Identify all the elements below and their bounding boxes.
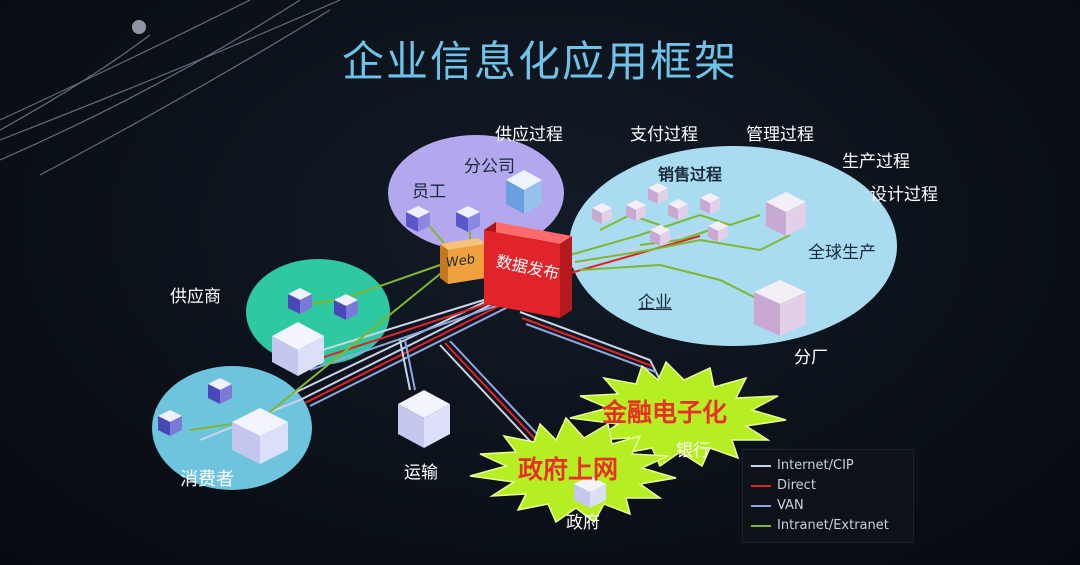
enterprise-cubes [592, 183, 806, 336]
legend-swatch [751, 504, 771, 507]
web-box [440, 238, 486, 284]
cube-branch-1 [406, 206, 430, 232]
legend-item-internet: Internet/CIP [751, 458, 854, 474]
legend-item-direct: Direct [751, 478, 816, 494]
cube-consumer-big [232, 408, 288, 464]
label-supply-process: 供应过程 [495, 125, 563, 145]
legend-swatch [751, 464, 771, 467]
legend-item-van: VAN [751, 498, 804, 514]
cube-government [574, 476, 606, 508]
legend-label: Internet/CIP [777, 458, 854, 473]
legend-swatch [751, 484, 771, 487]
cube-consumer-2 [208, 378, 232, 404]
label-production-process: 生产过程 [842, 152, 910, 172]
legend: Internet/CIP Direct VAN Intranet/Extrane… [742, 449, 914, 543]
decorative-swoosh [0, 0, 341, 176]
label-branch-company: 分公司 [464, 157, 515, 177]
label-branch-factory: 分厂 [794, 348, 828, 368]
label-sales-process: 销售过程 [658, 165, 723, 184]
legend-swatch [751, 524, 771, 527]
cube-branch-2 [456, 206, 480, 232]
decorative-dot [132, 20, 146, 34]
label-payment-process: 支付过程 [630, 125, 698, 145]
label-transport: 运输 [404, 463, 438, 483]
branch-company-ellipse [388, 135, 564, 251]
data-publish-box [484, 222, 572, 318]
cube-supplier-1 [288, 288, 312, 314]
label-finance-electronic: 金融电子化 [602, 398, 728, 427]
label-employee: 员工 [412, 182, 446, 202]
cube-branch-big [506, 170, 542, 214]
label-management-process: 管理过程 [746, 125, 814, 145]
cube-transport [398, 390, 450, 448]
label-supplier: 供应商 [170, 287, 221, 307]
label-consumer: 消费者 [180, 469, 234, 490]
label-enterprise: 企业 [638, 293, 672, 313]
finance-starburst [569, 360, 787, 468]
cube-consumer-1 [158, 410, 182, 436]
gov-starburst [469, 416, 677, 524]
cube-supplier-2 [334, 294, 358, 320]
label-gov-online: 政府上网 [518, 455, 619, 484]
legend-label: Direct [777, 478, 816, 493]
cube-supplier-big [272, 322, 324, 376]
page-title: 企业信息化应用框架 [341, 37, 738, 86]
legend-label: Intranet/Extranet [777, 518, 889, 533]
label-global-production: 全球生产 [808, 243, 876, 263]
legend-label: VAN [777, 498, 804, 513]
legend-item-intranet: Intranet/Extranet [751, 518, 889, 534]
label-government: 政府 [566, 513, 600, 533]
label-bank: 银行 [676, 441, 710, 461]
label-design-process: 设计过程 [870, 185, 938, 205]
